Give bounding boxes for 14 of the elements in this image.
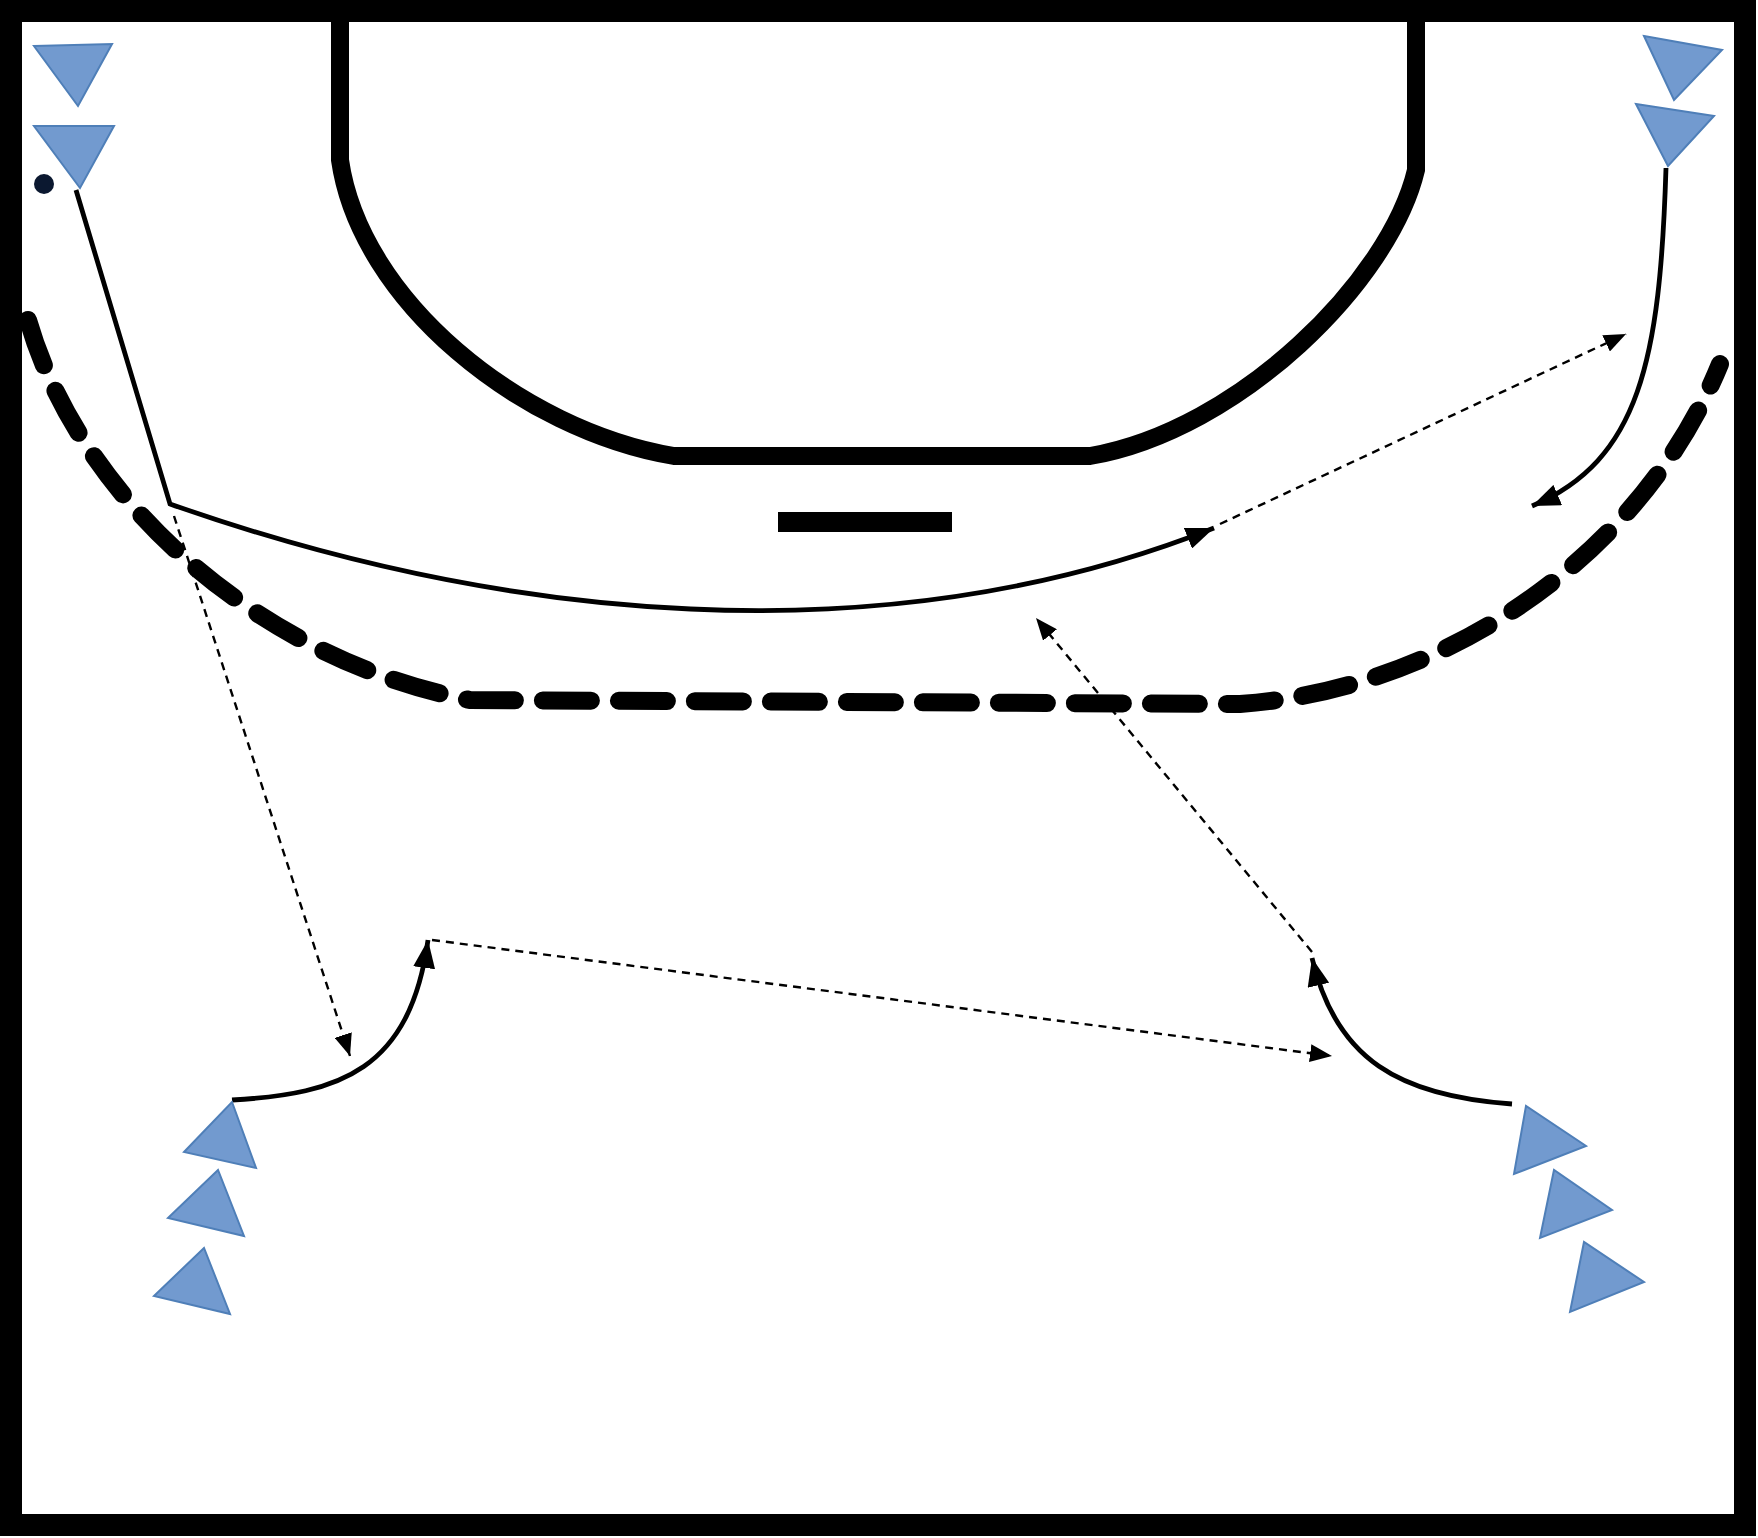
player-marker (182, 1100, 258, 1170)
player-marker (32, 124, 116, 190)
player-marker (1538, 1168, 1614, 1240)
arrow (231, 939, 434, 1103)
player-marker (32, 42, 114, 108)
player-marker (1634, 102, 1716, 168)
player-marker (152, 1246, 232, 1316)
arrow (1309, 957, 1513, 1107)
arrow (73, 189, 1215, 613)
arrow (1530, 167, 1669, 509)
player-marker (1568, 1240, 1646, 1314)
player-marker (1642, 34, 1724, 102)
player-marker (1512, 1104, 1588, 1176)
player-marker (166, 1168, 246, 1238)
